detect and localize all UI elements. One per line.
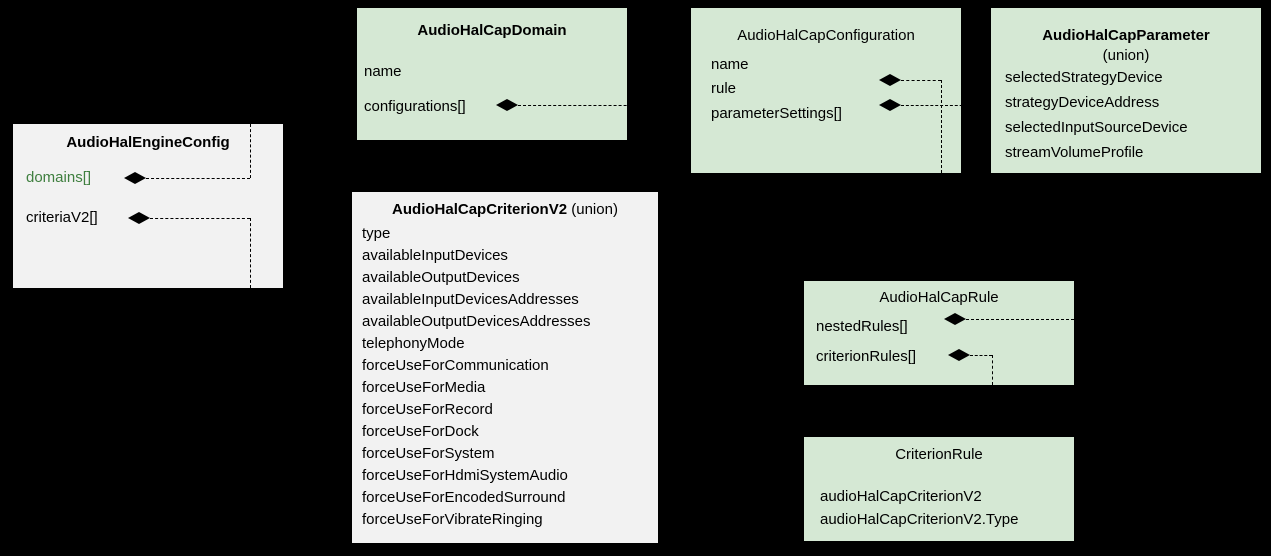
attribute-criteriav2: criteriaV2[] bbox=[26, 209, 98, 226]
connector-rule-vertical bbox=[941, 80, 942, 173]
attribute-force-use-for-media: forceUseForMedia bbox=[362, 379, 486, 396]
composition-diamond-criteriav2 bbox=[128, 212, 150, 224]
attribute-stream-volume-profile: streamVolumeProfile bbox=[1005, 144, 1144, 161]
entity-subtitle: (union) bbox=[571, 201, 618, 218]
composition-diamond-rule bbox=[879, 74, 901, 86]
attribute-nested-rules: nestedRules[] bbox=[816, 318, 908, 335]
connector-rule-horizontal bbox=[901, 80, 941, 81]
entity-title: AudioHalEngineConfig bbox=[66, 134, 230, 151]
attribute-available-output-devices-addresses: availableOutputDevicesAddresses bbox=[362, 313, 591, 330]
attribute-force-use-for-communication: forceUseForCommunication bbox=[362, 357, 549, 374]
entity-title: CriterionRule bbox=[895, 446, 983, 463]
attribute-force-use-for-system: forceUseForSystem bbox=[362, 445, 495, 462]
composition-diamond-nested-rules bbox=[944, 313, 966, 325]
entity-audio-hal-cap-rule[interactable]: AudioHalCapRule nestedRules[] criterionR… bbox=[804, 281, 1074, 385]
connector-criterion-rules-vertical bbox=[992, 355, 993, 385]
entity-title: AudioHalCapRule bbox=[879, 289, 999, 306]
attribute-force-use-for-dock: forceUseForDock bbox=[362, 423, 479, 440]
entity-audio-hal-engine-config[interactable]: AudioHalEngineConfig domains[] criteriaV… bbox=[13, 124, 283, 288]
attribute-strategy-device-address: strategyDeviceAddress bbox=[1005, 94, 1160, 111]
attribute-domains: domains[] bbox=[26, 169, 92, 186]
connector-domains-horizontal bbox=[146, 178, 250, 179]
attribute-audio-hal-cap-criterion-v2-type: audioHalCapCriterionV2.Type bbox=[820, 511, 1019, 528]
attribute-audio-hal-cap-criterion-v2: audioHalCapCriterionV2 bbox=[820, 488, 982, 505]
composition-diamond-configurations bbox=[496, 99, 518, 111]
attribute-force-use-for-record: forceUseForRecord bbox=[362, 401, 493, 418]
connector-criteriav2-vertical bbox=[250, 218, 251, 288]
attribute-configurations: configurations[] bbox=[364, 98, 466, 115]
connector-criterion-rules-horizontal bbox=[970, 355, 992, 356]
entity-criterion-rule[interactable]: CriterionRule audioHalCapCriterionV2 aud… bbox=[804, 437, 1074, 541]
attribute-selected-strategy-device: selectedStrategyDevice bbox=[1005, 69, 1163, 86]
attribute-rule: rule bbox=[711, 80, 737, 97]
attribute-available-input-devices: availableInputDevices bbox=[362, 247, 508, 264]
composition-diamond-criterion-rules bbox=[948, 349, 970, 361]
entity-audio-hal-cap-criterion-v2[interactable]: AudioHalCapCriterionV2 (union) type avai… bbox=[352, 192, 658, 543]
attribute-criterion-rules: criterionRules[] bbox=[816, 348, 917, 365]
entity-title: AudioHalCapConfiguration bbox=[737, 27, 915, 44]
composition-diamond-parameter-settings bbox=[879, 99, 901, 111]
composition-diamond-domains bbox=[124, 172, 146, 184]
attribute-name: name bbox=[711, 56, 749, 73]
attribute-parameter-settings: parameterSettings[] bbox=[711, 105, 842, 122]
attribute-telephony-mode: telephonyMode bbox=[362, 335, 465, 352]
attribute-name: name bbox=[364, 63, 402, 80]
entity-audio-hal-cap-parameter[interactable]: AudioHalCapParameter (union) selectedStr… bbox=[991, 8, 1261, 173]
connector-nested-rules-horizontal bbox=[966, 319, 1074, 320]
entity-subtitle: (union) bbox=[1102, 47, 1150, 64]
connector-criteriav2-horizontal bbox=[150, 218, 250, 219]
attribute-available-input-devices-addresses: availableInputDevicesAddresses bbox=[362, 291, 579, 308]
connector-configurations-horizontal bbox=[518, 105, 692, 106]
attribute-selected-input-source-device: selectedInputSourceDevice bbox=[1005, 119, 1188, 136]
entity-title: AudioHalCapCriterionV2 bbox=[392, 201, 568, 218]
connector-parameter-settings-horizontal bbox=[901, 105, 992, 106]
attribute-type: type bbox=[362, 225, 391, 242]
entity-audio-hal-cap-configuration[interactable]: AudioHalCapConfiguration name rule param… bbox=[691, 8, 961, 173]
entity-audio-hal-cap-domain[interactable]: AudioHalCapDomain name configurations[] bbox=[357, 8, 627, 140]
entity-title-row: AudioHalCapCriterionV2 (union) bbox=[352, 202, 658, 218]
connector-domains-vertical bbox=[250, 124, 251, 178]
attribute-force-use-for-encoded-surround: forceUseForEncodedSurround bbox=[362, 489, 566, 506]
attribute-force-use-for-hdmi-system-audio: forceUseForHdmiSystemAudio bbox=[362, 467, 568, 484]
attribute-available-output-devices: availableOutputDevices bbox=[362, 269, 520, 286]
attribute-force-use-for-vibrate-ringing: forceUseForVibrateRinging bbox=[362, 511, 543, 528]
entity-title: AudioHalCapDomain bbox=[417, 22, 567, 39]
entity-title: AudioHalCapParameter bbox=[1042, 27, 1210, 44]
